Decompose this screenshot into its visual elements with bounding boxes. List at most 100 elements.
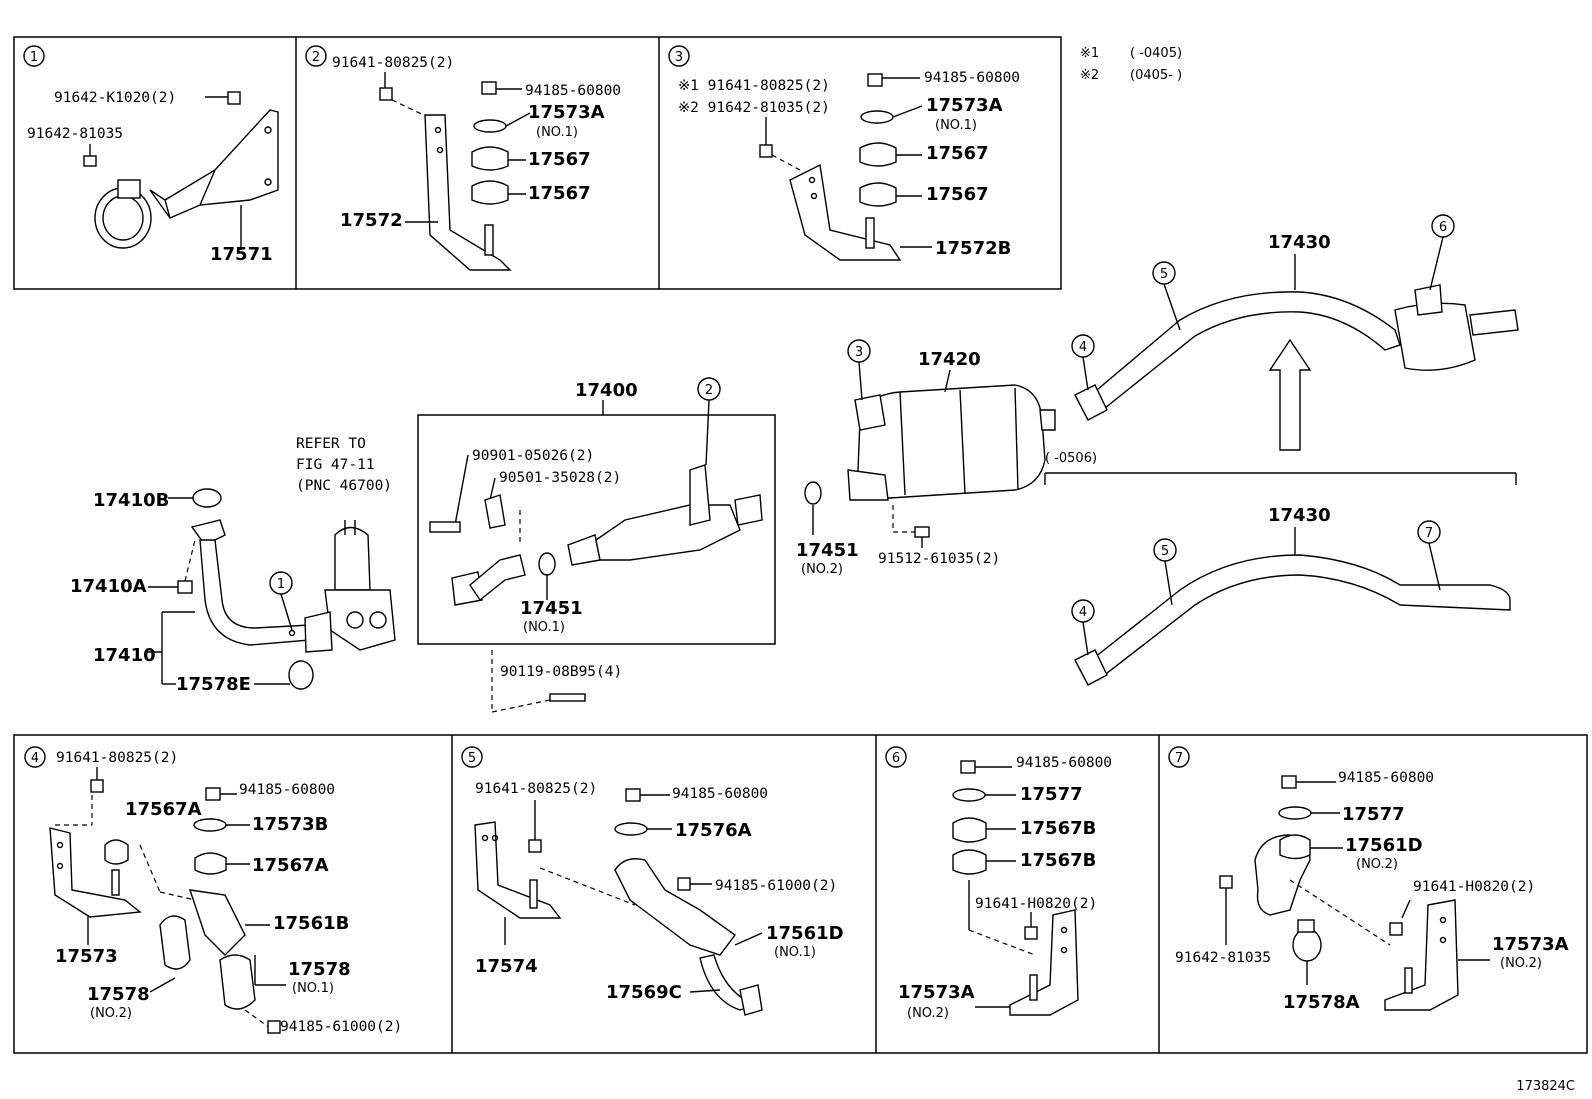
notes: ※1 ( -0405) ※2 (0405- )	[1080, 46, 1182, 83]
cushion-icon	[859, 182, 897, 207]
panel-3: 3 ※1 91641-80825(2) ※2 91642-81035(2) 94…	[668, 45, 1020, 261]
panel-6: 6 94185-60800 17577 17567B 17567B 91641-…	[885, 746, 1112, 1021]
label-17410b: 17410B	[93, 490, 169, 511]
label-17410a: 17410A	[70, 576, 147, 597]
panel-4-label-6: 17573	[55, 946, 118, 967]
note-2-mark: ※2	[1080, 68, 1099, 83]
washer-icon	[1278, 806, 1312, 820]
panel-2-number: 2	[312, 50, 320, 65]
tail-pipe-lower: 17430 5 4 7	[1071, 505, 1511, 686]
panel-7-number: 7	[1175, 751, 1183, 766]
label-90901: 90901-05026(2)	[472, 448, 594, 464]
callout-5-lower: 5	[1161, 544, 1169, 559]
label-17578e: 17578E	[176, 674, 251, 695]
bolt-icon	[90, 779, 104, 793]
panel-7-label-1: 17577	[1342, 804, 1405, 825]
panel-2: 2 91641-80825(2) 94185-60800 17573A (NO.…	[305, 45, 621, 271]
bracket-17571	[149, 109, 279, 219]
bolt-icon	[379, 87, 393, 101]
panel-1-label-0: 91642-K1020(2)	[54, 90, 176, 106]
callout-2-converter: 2	[705, 383, 713, 398]
panel-5-label-3: 94185-61000(2)	[715, 878, 837, 894]
cushion-icon	[952, 817, 987, 843]
cushion-icon	[1279, 834, 1311, 860]
nut-icon	[867, 73, 883, 87]
label-17451-no2: 17451	[796, 540, 859, 561]
callout-4-lower: 4	[1079, 605, 1087, 620]
panel-4-label-0: 91641-80825(2)	[56, 750, 178, 766]
nut-icon	[625, 788, 641, 802]
label-17430-upper: 17430	[1268, 232, 1331, 253]
clamp-half-icon	[159, 915, 191, 970]
panel-6-label-0: 94185-60800	[1016, 755, 1112, 771]
bolt-icon	[759, 144, 773, 158]
up-arrow-icon	[1268, 338, 1312, 451]
bolt-icon	[914, 526, 930, 538]
muffler-group: 17451 (NO.2) 17420 91512-61035(2) 3	[796, 339, 1056, 577]
panel-4-label-5: 17561B	[273, 913, 349, 934]
panel-6-label-1: 17577	[1020, 784, 1083, 805]
bracket-17572b	[789, 163, 902, 261]
panel-4-label-3: 17573B	[252, 814, 328, 835]
panel-4-label-4: 17567A	[252, 855, 329, 876]
panel-5-label-0: 91641-80825(2)	[475, 781, 597, 797]
panel-4-label-1: 94185-60800	[239, 782, 335, 798]
bracket-17573a-no2	[1384, 899, 1459, 1011]
panel-1-label-1: 91642-81035	[27, 126, 123, 142]
bracket-17574	[474, 821, 562, 919]
panel-7-label-2: 17561D	[1345, 835, 1423, 856]
panel-1-label-2: 17571	[210, 244, 273, 265]
bottom-panel-frame	[13, 734, 1588, 1054]
bracket-17561b	[188, 889, 246, 956]
note-2-text: (0405- )	[1130, 68, 1182, 83]
panel-3-label-2: 94185-60800	[924, 70, 1020, 86]
washer-icon	[193, 818, 227, 832]
panel-3-label-6: 17567	[926, 184, 989, 205]
tail-pipe-upper: 17430 5 4 6	[1071, 214, 1519, 451]
panel-7-label-0: 94185-60800	[1338, 770, 1434, 786]
panel-3-label-0: ※1 91641-80825(2)	[678, 78, 830, 94]
clamp-icon	[288, 660, 314, 690]
panel-4-label-7: 17578	[288, 959, 351, 980]
label-17410: 17410	[93, 645, 156, 666]
panel-7-label-4: 91641-H0820(2)	[1413, 879, 1535, 895]
callout-7-lower: 7	[1425, 526, 1433, 541]
panel-3-label-3: 17573A	[926, 95, 1003, 116]
label-17400: 17400	[575, 380, 638, 401]
bolt-icon	[83, 155, 97, 167]
washer-icon	[473, 119, 507, 133]
cushion-icon	[471, 146, 509, 171]
tail-pipe-17430-upper	[1083, 291, 1401, 413]
panel-6-label-4: 91641-H0820(2)	[975, 896, 1097, 912]
panel-3-label-4: (NO.1)	[935, 118, 977, 133]
cushion-icon	[194, 852, 227, 875]
panel-6-label-5: 17573A	[898, 982, 975, 1003]
front-pipe-17410	[199, 539, 311, 646]
spring-icon	[484, 494, 506, 529]
bolt-icon	[1219, 875, 1233, 889]
panel-4-label-11: 94185-61000(2)	[280, 1019, 402, 1035]
label-17430-lower: 17430	[1268, 505, 1331, 526]
callout-1-front-pipe: 1	[277, 577, 285, 592]
panel-7-label-7: (NO.2)	[1500, 956, 1542, 971]
bracket-17573a-no2	[1009, 909, 1079, 1016]
label-17420: 17420	[918, 349, 981, 370]
panel-4-label-8: (NO.1)	[292, 981, 334, 996]
bolt-icon	[1389, 922, 1403, 936]
panel-4-number: 4	[31, 751, 39, 766]
panel-4: 4 91641-80825(2) 94185-60800 17567A 1757…	[24, 746, 402, 1035]
panel-3-label-5: 17567	[926, 143, 989, 164]
nut-icon	[677, 877, 691, 891]
clamp-icon	[1292, 928, 1322, 962]
panel-2-label-5: 17567	[528, 183, 591, 204]
panel-7: 7 94185-60800 17577 17561D (NO.2) 91641-…	[1168, 746, 1569, 1013]
front-pipe-group: 17410B 17410A 17410 17578E 1	[70, 488, 333, 695]
panel-5-number: 5	[468, 751, 476, 766]
nut-icon	[177, 580, 193, 594]
panel-3-number: 3	[675, 50, 683, 65]
panel-6-number: 6	[892, 751, 900, 766]
panel-5-label-6: 17574	[475, 956, 538, 977]
panel-5-label-2: 17576A	[675, 820, 752, 841]
washer-icon	[952, 788, 986, 802]
